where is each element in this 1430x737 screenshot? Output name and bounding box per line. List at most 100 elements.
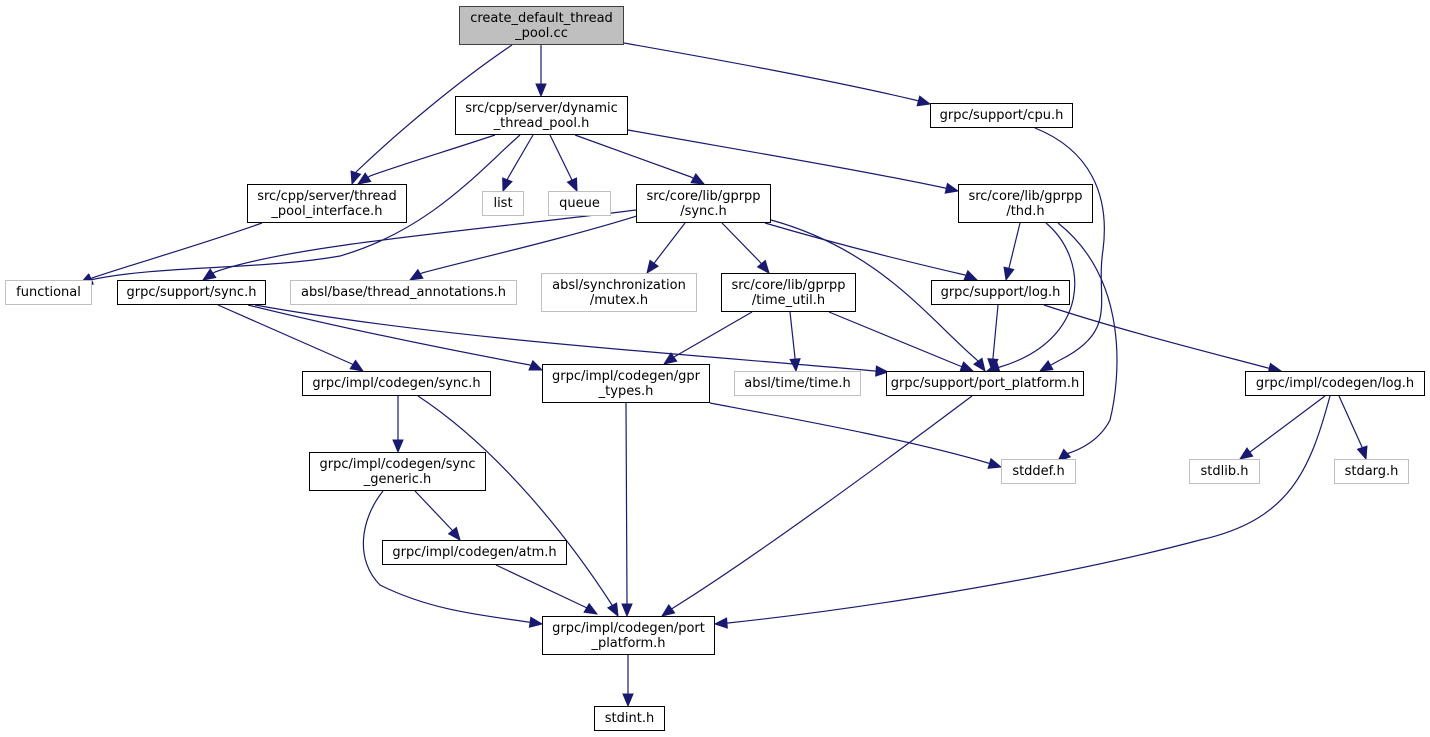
arrowhead-icon — [944, 182, 960, 194]
edge-spp-to-cpp — [660, 395, 973, 617]
node-ssync[interactable]: grpc/support/sync.h — [117, 280, 266, 305]
edge-gsync-to-slog — [764, 222, 979, 281]
edge-line — [727, 395, 1331, 624]
node-label: grpc/impl/codegen/sync.h — [312, 376, 481, 391]
node-label: stddef.h — [1012, 464, 1065, 479]
arrowhead-icon — [789, 358, 801, 373]
node-slog[interactable]: grpc/support/log.h — [931, 280, 1070, 305]
arrowhead-icon — [972, 357, 986, 373]
edge-tpi-to-functional — [78, 222, 263, 285]
edge-csync-to-csyncg — [392, 396, 404, 454]
arrowhead-icon — [606, 602, 619, 618]
edge-root-to-dtp — [535, 45, 547, 98]
edge-gsync-to-annot — [408, 214, 641, 281]
edge-ssync-to-csync — [217, 304, 365, 372]
node-queue: queue — [548, 191, 611, 216]
arrowhead-icon — [660, 603, 676, 617]
node-csyncg[interactable]: grpc/impl/codegen/sync _generic.h — [309, 452, 486, 491]
node-stdarg: stdarg.h — [1334, 459, 1409, 484]
edge-line — [721, 222, 761, 263]
node-tpi[interactable]: src/cpp/server/thread _pool_interface.h — [247, 184, 407, 223]
node-cpu[interactable]: grpc/support/cpu.h — [930, 103, 1073, 128]
edge-line — [414, 490, 453, 531]
edge-thd-to-stddef — [1057, 222, 1118, 462]
node-thd[interactable]: src/core/lib/gprpp /thd.h — [958, 184, 1093, 223]
edge-thd-to-slog — [1003, 222, 1021, 282]
edge-line — [627, 129, 946, 189]
edge-line — [217, 304, 353, 365]
edge-atm-to-cpp — [495, 564, 599, 615]
edge-line — [770, 219, 978, 361]
node-root: create_default_thread _pool.cc — [459, 6, 624, 45]
node-label: functional — [16, 285, 81, 300]
arrowhead-icon — [349, 359, 365, 372]
edge-clog-to-stdarg — [1338, 395, 1368, 461]
edge-line — [369, 134, 496, 177]
edge-line — [355, 44, 513, 173]
edge-clog-to-cpp — [713, 395, 1331, 629]
edge-cpu-to-spp — [1034, 127, 1105, 372]
arrowhead-icon — [1003, 266, 1015, 282]
arrowhead-icon — [392, 439, 404, 454]
edge-gsync-to-mutex — [646, 222, 686, 275]
edge-line — [764, 222, 966, 276]
edge-root-to-tpi — [350, 44, 513, 186]
node-functional: functional — [5, 280, 92, 305]
edge-cpp-to-stdint — [622, 655, 634, 708]
arrowhead-icon — [1356, 445, 1368, 461]
node-csync[interactable]: grpc/impl/codegen/sync.h — [302, 371, 491, 396]
node-label: src/core/lib/gprpp /thd.h — [968, 188, 1083, 219]
arrowhead-icon — [408, 268, 424, 281]
edge-clog-to-stdlib — [1238, 395, 1326, 460]
edge-line — [672, 395, 973, 609]
node-annot: absl/base/thread_annotations.h — [290, 280, 517, 305]
edge-gprtypes-to-stddef — [709, 402, 1003, 469]
node-spp[interactable]: grpc/support/port_platform.h — [886, 371, 1084, 396]
node-list: list — [482, 191, 524, 216]
node-clog[interactable]: grpc/impl/codegen/log.h — [1245, 371, 1425, 396]
node-abtime: absl/time/time.h — [734, 371, 861, 396]
node-gprtypes[interactable]: grpc/impl/codegen/gpr _types.h — [542, 364, 710, 403]
arrowhead-icon — [201, 268, 217, 281]
arrowhead-icon — [662, 352, 678, 365]
edge-line-end — [1050, 359, 1061, 366]
arrowhead-icon — [959, 361, 975, 372]
node-stdint[interactable]: stdint.h — [594, 706, 665, 731]
node-label: grpc/impl/codegen/log.h — [1255, 376, 1415, 391]
edge-line — [362, 490, 529, 623]
node-atm[interactable]: grpc/impl/codegen/atm.h — [382, 540, 567, 565]
arrowhead-icon — [1057, 448, 1072, 462]
node-label: stdint.h — [604, 711, 655, 726]
arrowhead-icon — [566, 177, 578, 193]
edge-dtp-to-list — [502, 134, 534, 193]
edge-line — [828, 311, 961, 367]
arrowhead-icon — [502, 177, 513, 193]
arrowhead-icon — [583, 602, 599, 615]
node-label: src/cpp/server/dynamic _thread_pool.h — [465, 100, 618, 131]
edge-line — [417, 395, 613, 606]
edge-line — [1034, 127, 1105, 361]
node-dtp[interactable]: src/cpp/server/dynamic _thread_pool.h — [455, 96, 628, 135]
edge-line — [421, 214, 641, 274]
arrowhead-icon — [690, 173, 706, 185]
edge-tutil-to-gprtypes — [662, 311, 753, 365]
edge-line — [91, 222, 263, 279]
arrowhead-icon — [963, 269, 979, 281]
edge-line — [214, 209, 637, 273]
edge-line — [999, 222, 1076, 368]
edge-csyncg-to-atm — [414, 490, 461, 542]
node-gsync[interactable]: src/core/lib/gprpp /sync.h — [636, 184, 771, 223]
edge-line — [673, 311, 753, 358]
node-tutil[interactable]: src/core/lib/gprpp /time_util.h — [721, 273, 856, 312]
node-cpp[interactable]: grpc/impl/codegen/port _platform.h — [542, 616, 715, 655]
arrowhead-icon — [756, 259, 770, 275]
edge-line — [254, 304, 876, 372]
arrowhead-icon — [1038, 359, 1054, 372]
node-label: stdlib.h — [1200, 464, 1249, 479]
edge-line — [789, 311, 796, 359]
edge-line — [1338, 395, 1363, 448]
edge-line — [247, 304, 531, 366]
node-label: create_default_thread _pool.cc — [470, 10, 613, 41]
